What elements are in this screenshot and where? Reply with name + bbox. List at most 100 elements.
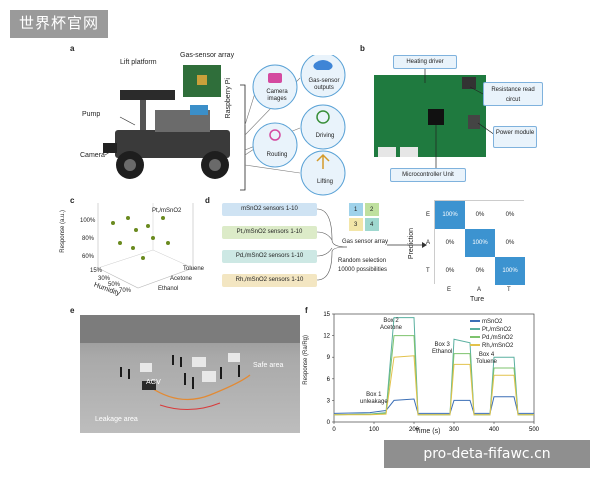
prediction-label: Prediction	[408, 228, 415, 260]
y-tick-label: 0	[327, 420, 331, 426]
raspberry-pi-label: Raspberry Pi	[225, 78, 232, 119]
x-tick-label: 200	[409, 427, 420, 433]
leak-path	[159, 402, 221, 410]
cm-cell: 0%	[465, 257, 495, 285]
matrix-col-t: T	[507, 287, 511, 293]
grid-cell-3	[349, 218, 363, 231]
matrix-row-e: E	[426, 212, 431, 218]
scatter-points	[111, 216, 170, 260]
leakage-area-label: Leakage area	[95, 416, 138, 423]
driving-circle	[300, 104, 346, 150]
legend-swatch	[470, 344, 480, 347]
panel-a-label: a	[70, 44, 75, 53]
point	[111, 221, 115, 225]
agv-label: AGV	[146, 379, 161, 386]
f-xlabel: Time (s)	[415, 428, 441, 435]
series-line-1	[333, 396, 534, 414]
connector-mid	[400, 147, 418, 157]
grid-num-2: 2	[370, 207, 374, 213]
legend-swatch	[470, 328, 480, 331]
wall	[80, 315, 300, 343]
connector-3	[317, 247, 333, 257]
link-lifting	[244, 164, 301, 174]
row-pt: Pt,/mSnO2 sensors 1-10	[222, 226, 317, 239]
connector-2	[317, 231, 333, 241]
cm-cell: 0%	[435, 229, 465, 257]
heating-driver-box: Heating driver	[393, 55, 457, 69]
y-tick-3: Ethanol	[158, 286, 179, 292]
lift-arrow-icon	[316, 153, 330, 169]
point	[118, 241, 122, 245]
point	[131, 246, 135, 250]
series-line-2	[333, 317, 534, 416]
point	[166, 241, 170, 245]
box-item	[202, 371, 216, 382]
x-tick-label: 400	[489, 427, 500, 433]
lift-platform	[120, 90, 175, 100]
cube-floor-line	[97, 249, 154, 269]
legend-swatch	[470, 336, 480, 339]
robot-board	[190, 105, 208, 115]
box-item	[228, 353, 240, 362]
matrix-row-a: A	[426, 240, 431, 246]
pi-bracket	[240, 84, 246, 191]
box2-desc: Acetone	[380, 324, 403, 331]
row-rh: Rh,/mSnO2 sensors 1-10	[222, 274, 317, 287]
circuit-board-illustration	[374, 69, 496, 170]
grid-num-4: 4	[370, 222, 374, 228]
cm-cell: 100%	[435, 201, 465, 229]
gas-sensor-array-label: Gas-sensor array	[180, 52, 235, 59]
f-ylabel: Response (Ra/Rg)	[303, 335, 309, 385]
resistance-leader	[469, 86, 486, 96]
x-tick-3: 50%	[108, 282, 121, 288]
x-tick-label: 0	[332, 427, 336, 433]
camera-images-circle	[252, 64, 298, 110]
camera-device	[103, 143, 117, 153]
mcu-box: Microcontroller Unit	[390, 168, 466, 182]
x-tick-label: 300	[449, 427, 460, 433]
camera-label: Camera	[80, 152, 105, 159]
bollards	[120, 355, 240, 389]
z-tick-1: 100%	[80, 218, 96, 224]
mcu-chip	[428, 109, 444, 125]
box-item	[140, 363, 152, 372]
cm-cell: 0%	[495, 229, 525, 257]
cm-cell: 0%	[465, 201, 495, 229]
grid-num-3: 3	[354, 222, 358, 228]
legend-label: Pt,/mSnO2	[482, 327, 512, 333]
grid-num-1: 1	[354, 207, 358, 213]
pump-leader	[119, 116, 136, 126]
x-tick-2: 30%	[98, 276, 111, 282]
hub-front-left	[124, 159, 136, 171]
power-module-box: Power module	[493, 126, 537, 148]
panel-d-label: d	[205, 196, 210, 205]
row-msno2: mSnO2 sensors 1-10	[222, 203, 317, 216]
panel-b-label: b	[360, 44, 365, 53]
panel-e-label: e	[70, 306, 75, 315]
z-tick-3: 60%	[82, 254, 95, 260]
lift-post	[140, 100, 146, 130]
robot-path	[149, 374, 251, 401]
hub-front-right	[209, 159, 221, 171]
matrix-col-e: E	[447, 287, 452, 293]
y-tick-label: 9	[327, 355, 331, 361]
routing-circle	[252, 122, 298, 168]
circle-routing-label: Routing	[266, 152, 288, 158]
robot-body	[115, 130, 230, 158]
panel-c-label: c	[70, 196, 75, 205]
legend-item: Rh,/mSnO2	[470, 342, 513, 350]
circle-driving-label: Driving	[315, 133, 335, 139]
row-pd: Pd,/mSnO2 sensors 1-10	[222, 250, 317, 263]
panel-f-label: f	[305, 306, 308, 315]
legend-label: mSnO2	[482, 319, 503, 325]
f-legend: mSnO2 Pt,/mSnO2 Pd,/mSnO2 Rh,/mSnO2	[470, 318, 513, 350]
arrow-head	[422, 242, 427, 248]
box3-title: Box 3	[434, 342, 450, 348]
series-lines	[333, 317, 534, 416]
resistance-chip	[462, 77, 476, 89]
